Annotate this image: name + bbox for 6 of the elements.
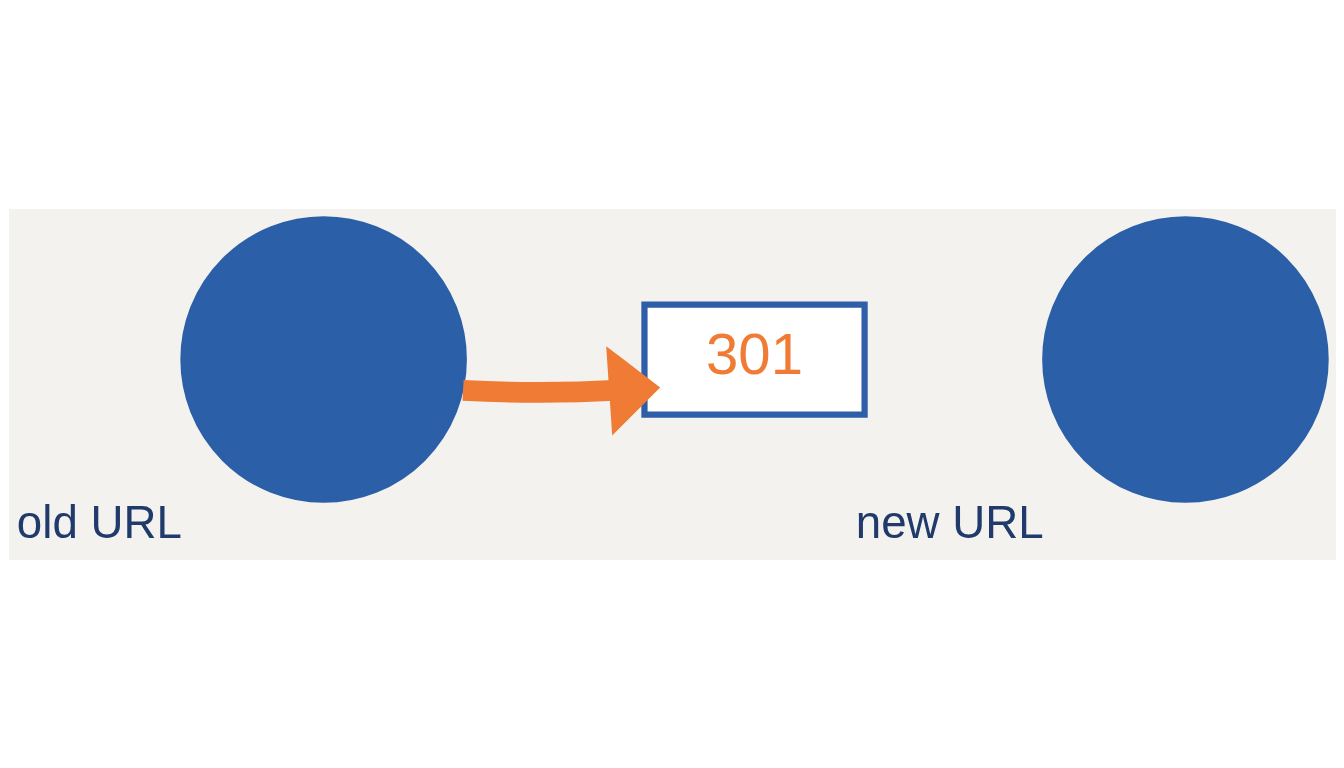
node-circle	[179, 215, 467, 503]
node-circle	[1041, 215, 1329, 503]
node-label: old URL	[16, 496, 182, 548]
arrow	[462, 345, 660, 435]
node-label: new URL	[855, 496, 1044, 548]
node-box: 301	[640, 300, 868, 418]
